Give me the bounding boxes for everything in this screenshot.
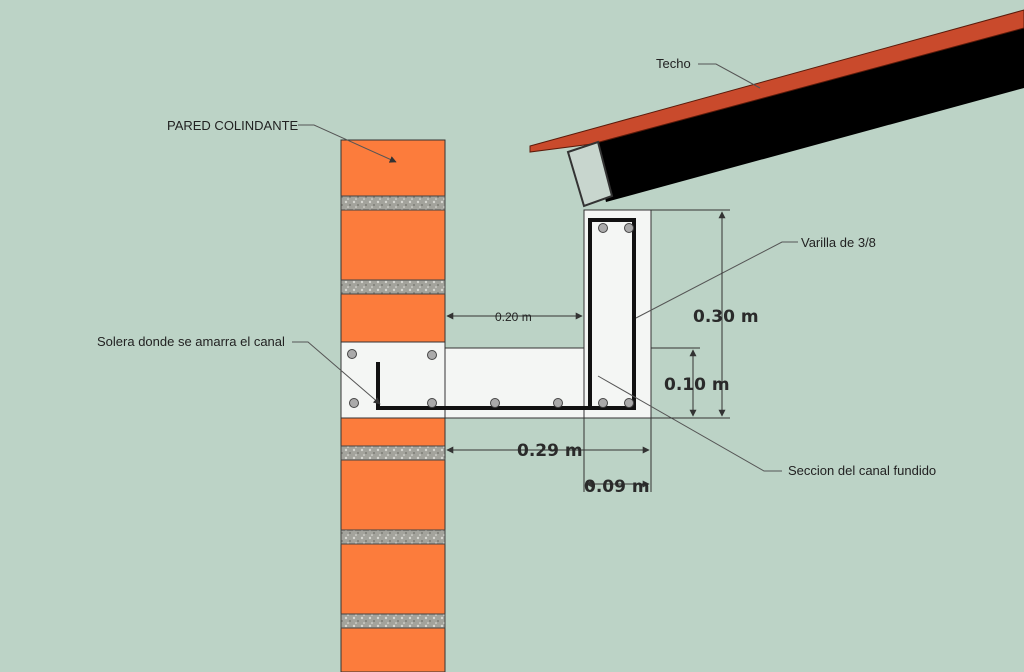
leader-solera	[292, 341, 381, 405]
roof-sheet	[529, 9, 1024, 153]
dim-height-total-text: 0.30 m	[693, 307, 759, 327]
rebar	[347, 218, 636, 410]
rebar-bar	[598, 223, 608, 233]
dim-height-base-text: 0.10 m	[664, 375, 730, 395]
mortar-joint	[340, 195, 446, 211]
mortar-joint	[340, 279, 446, 295]
mortar-joint	[340, 613, 446, 629]
rebar-bar	[427, 350, 437, 360]
roof	[529, 9, 1024, 208]
mortar-joint	[340, 529, 446, 545]
leader-varilla	[635, 241, 798, 319]
label-solera: Solera donde se amarra el canal	[97, 334, 285, 349]
rebar-bar	[598, 398, 608, 408]
rebar-canal-loop	[376, 218, 636, 410]
rebar-bar	[427, 398, 437, 408]
leader-pared	[298, 124, 397, 163]
rebar-bar	[624, 223, 634, 233]
rebar-bar	[624, 398, 634, 408]
rebar-bar	[347, 349, 357, 359]
dimension-lines	[444, 209, 730, 492]
roof-body	[592, 28, 1024, 202]
leader-techo	[698, 63, 761, 89]
dim-gap-text: 0.20 m	[495, 310, 532, 324]
canal-wall	[583, 209, 652, 419]
leader-lines	[292, 63, 798, 472]
leader-seccion	[597, 375, 782, 472]
rebar-bar	[553, 398, 563, 408]
label-pared: PARED COLINDANTE	[167, 118, 299, 133]
label-techo: Techo	[656, 56, 691, 71]
rebar-bar	[490, 398, 500, 408]
label-seccion: Seccion del canal fundido	[788, 463, 936, 478]
mortar-joint	[340, 445, 446, 461]
rebar-bar	[349, 398, 359, 408]
roof-purlin	[566, 140, 614, 208]
dim-thickness-text: 0.09 m	[584, 477, 650, 497]
canal-section	[444, 209, 652, 419]
label-varilla: Varilla de 3/8	[801, 235, 876, 250]
dim-length-text: 0.29 m	[517, 441, 583, 461]
